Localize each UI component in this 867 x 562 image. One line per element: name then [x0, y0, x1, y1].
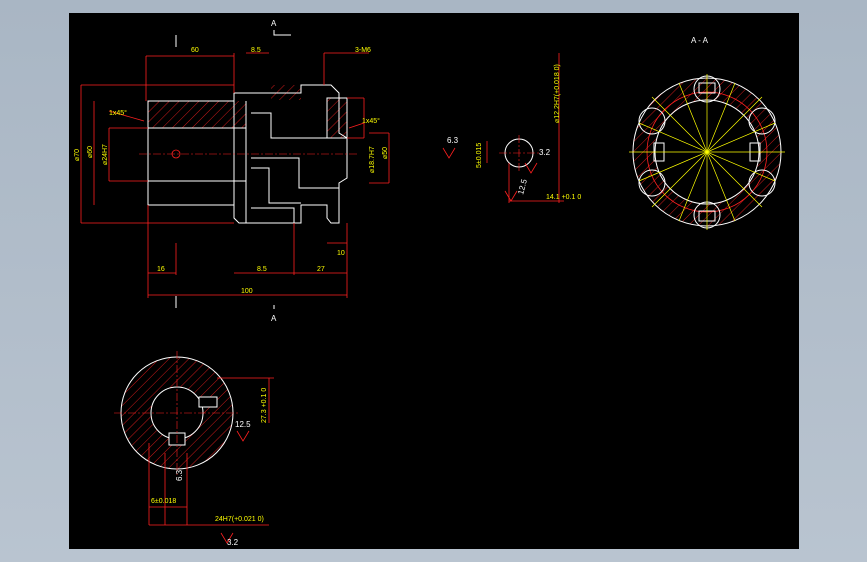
dim-60: 60 [191, 47, 199, 54]
main-section-view: A A [74, 19, 390, 323]
center-rays [629, 74, 785, 230]
dia-60: ⌀60 [87, 146, 94, 158]
dia-24h7: ⌀24H7 [102, 144, 109, 165]
dia-50: ⌀50 [382, 147, 389, 159]
rough-symbol-32 [524, 162, 538, 174]
dia-70: ⌀70 [74, 149, 81, 161]
dim-3-m6: 3-M6 [355, 47, 371, 54]
dim-10: 10 [337, 250, 345, 257]
hub-rough-12-5: 12.5 [235, 420, 251, 429]
cut-arrow-top [273, 30, 291, 36]
main-dimensions [80, 52, 390, 298]
dia-18-7h7: ⌀18.7H7 [369, 146, 376, 173]
hub-cross-section: 12.5 3.2 6.3 27.3 +0.1 0 6±0.018 24H7(+0… [114, 351, 274, 547]
upper-hatch-left [148, 101, 246, 128]
rough-symbol-hub-32 [220, 532, 234, 544]
key-depth: 14.1 +0.1 0 [546, 194, 581, 201]
rough-3-2: 3.2 [539, 148, 551, 157]
jaw-bottom [251, 207, 295, 223]
hub-rough-6-3: 6.3 [175, 469, 184, 481]
rough-12-5: 12.5 [516, 178, 529, 196]
flange-hatch [327, 98, 347, 138]
jaw-lower [251, 167, 301, 204]
hub-bore-dim: 24H7(+0.021 0) [215, 516, 264, 523]
jaw-upper [251, 112, 327, 139]
dim-8-5-bottom: 8.5 [257, 266, 267, 273]
hub-width: 6±0.018 [151, 498, 176, 505]
rough-6-3: 6.3 [447, 136, 459, 145]
key-dia: ⌀12.2H7(+0.018 0) [554, 64, 561, 123]
dim-16: 16 [157, 266, 165, 273]
cad-viewport[interactable]: A A [69, 13, 799, 549]
dim-27: 27 [317, 266, 325, 273]
chamfer-right: 1x45° [362, 117, 380, 125]
cut-label-bottom: A [271, 314, 277, 323]
dim-100: 100 [241, 288, 253, 295]
chamfer-left: 1x45° [109, 109, 127, 117]
hub-outline [147, 84, 348, 224]
flange-rect [326, 97, 348, 139]
jaw-mid [251, 157, 339, 189]
hub-rough-3-2: 3.2 [227, 538, 239, 547]
hub-depth: 27.3 +0.1 0 [261, 388, 268, 423]
rough-symbol-63 [442, 147, 456, 159]
rough-symbol-125 [504, 190, 518, 202]
keyway-detail: 6.3 3.2 12.5 5±0.015 ⌀12.2H7(+0.018 0) 1… [442, 53, 581, 203]
cut-label-top: A [271, 19, 277, 28]
section-a-a: A - A [629, 36, 785, 230]
set-screw-hole [171, 149, 181, 159]
hub-keyway [198, 396, 218, 408]
dim-8-5-top: 8.5 [251, 47, 261, 54]
rough-symbol-hub-125 [236, 430, 250, 442]
drawing-canvas: A A [74, 19, 785, 547]
section-title: A - A [691, 36, 709, 45]
key-width: 5±0.015 [476, 143, 483, 168]
